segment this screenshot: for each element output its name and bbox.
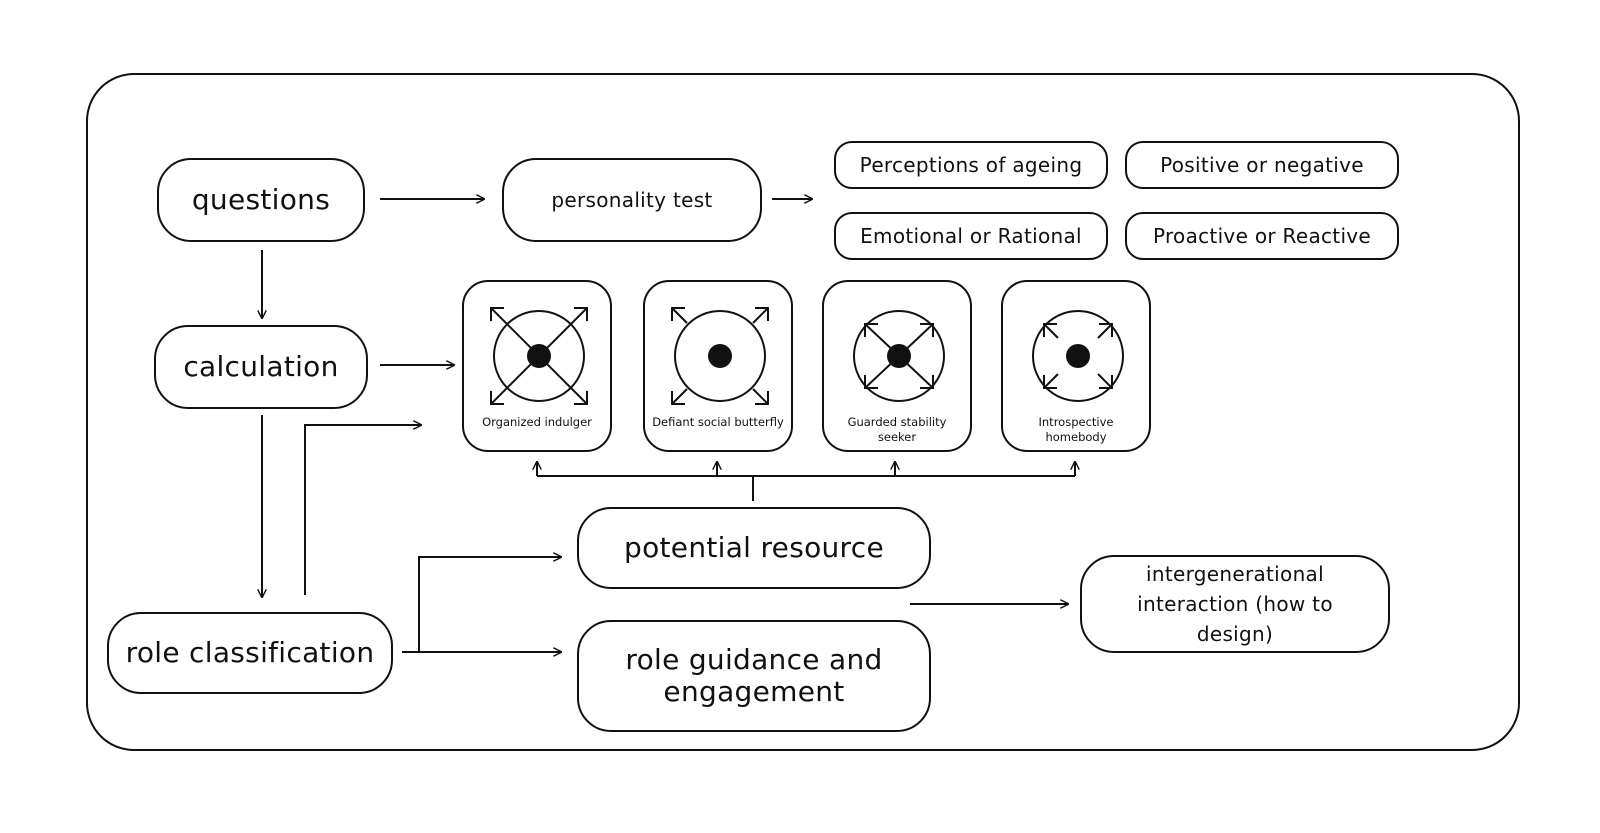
arrows-split-icon <box>1032 310 1124 402</box>
diagram-frame <box>86 73 1520 751</box>
type-label: Guarded stability seeker <box>847 415 947 444</box>
type-card-defiant-social-butterfly: Defiant social butterfly <box>643 280 793 452</box>
node-potential-resource: potential resource <box>577 507 931 589</box>
node-role-classification: role classification <box>107 612 393 694</box>
dimension-pill: Positive or negative <box>1125 141 1399 189</box>
dimension-pill: Proactive or Reactive <box>1125 212 1399 260</box>
dimension-pill: Perceptions of ageing <box>834 141 1108 189</box>
node-role-guidance: role guidance and engagement <box>577 620 931 732</box>
type-card-organized-indulger: Organized indulger <box>462 280 612 452</box>
type-label: Defiant social butterfly <box>652 415 784 429</box>
node-personality-test: personality test <box>502 158 762 242</box>
node-calculation: calculation <box>154 325 368 409</box>
node-intergenerational: intergenerational interaction (how to de… <box>1080 555 1390 653</box>
dimension-pill: Emotional or Rational <box>834 212 1108 260</box>
arrows-inward-corners-icon <box>853 310 945 402</box>
type-label: Introspective homebody <box>1038 415 1114 444</box>
arrows-outward-corners-icon <box>671 307 769 405</box>
type-card-introspective-homebody: Introspective homebody <box>1001 280 1151 452</box>
arrows-diagonal-cross-icon <box>490 307 588 405</box>
node-questions: questions <box>157 158 365 242</box>
type-label: Organized indulger <box>482 415 592 429</box>
type-card-guarded-stability-seeker: Guarded stability seeker <box>822 280 972 452</box>
